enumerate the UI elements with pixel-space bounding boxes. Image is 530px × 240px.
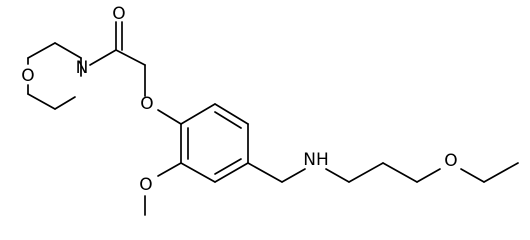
bond (325, 168, 350, 183)
methoxy-group (144, 162, 182, 216)
bond (54, 96, 76, 110)
bond (416, 168, 441, 183)
aminopropyl-ethoxy-chain (247, 162, 519, 183)
bond (214, 111, 242, 129)
bond (247, 162, 283, 183)
bond (180, 162, 216, 183)
atom-label-o-morpholine: O (21, 66, 34, 86)
atom-label-nh-amine: NH (303, 150, 329, 170)
chemical-structure: O N O O O NH O (21, 4, 519, 216)
benzene-ring (180, 103, 249, 183)
bond (54, 42, 82, 59)
bond (348, 162, 384, 183)
bond (180, 103, 216, 125)
bond (281, 168, 306, 183)
bond (214, 103, 249, 125)
bond (27, 42, 56, 59)
bond (214, 162, 249, 183)
bond (460, 168, 485, 183)
bond (115, 49, 146, 66)
bond (382, 162, 418, 183)
bond (483, 162, 519, 183)
atom-label-o-carbonyl: O (112, 4, 125, 24)
atom-label-o-ethoxy: O (444, 151, 457, 171)
atom-label-n-morpholine: N (76, 58, 89, 78)
bond (89, 49, 117, 66)
atom-label-o-ether-link: O (140, 94, 153, 114)
bond (157, 109, 182, 125)
bond (157, 162, 182, 177)
morpholine-ring (27, 42, 82, 110)
amide-linker (89, 21, 182, 125)
bond (214, 158, 242, 175)
bond (27, 93, 56, 110)
atom-label-o-methoxy: O (139, 175, 152, 195)
